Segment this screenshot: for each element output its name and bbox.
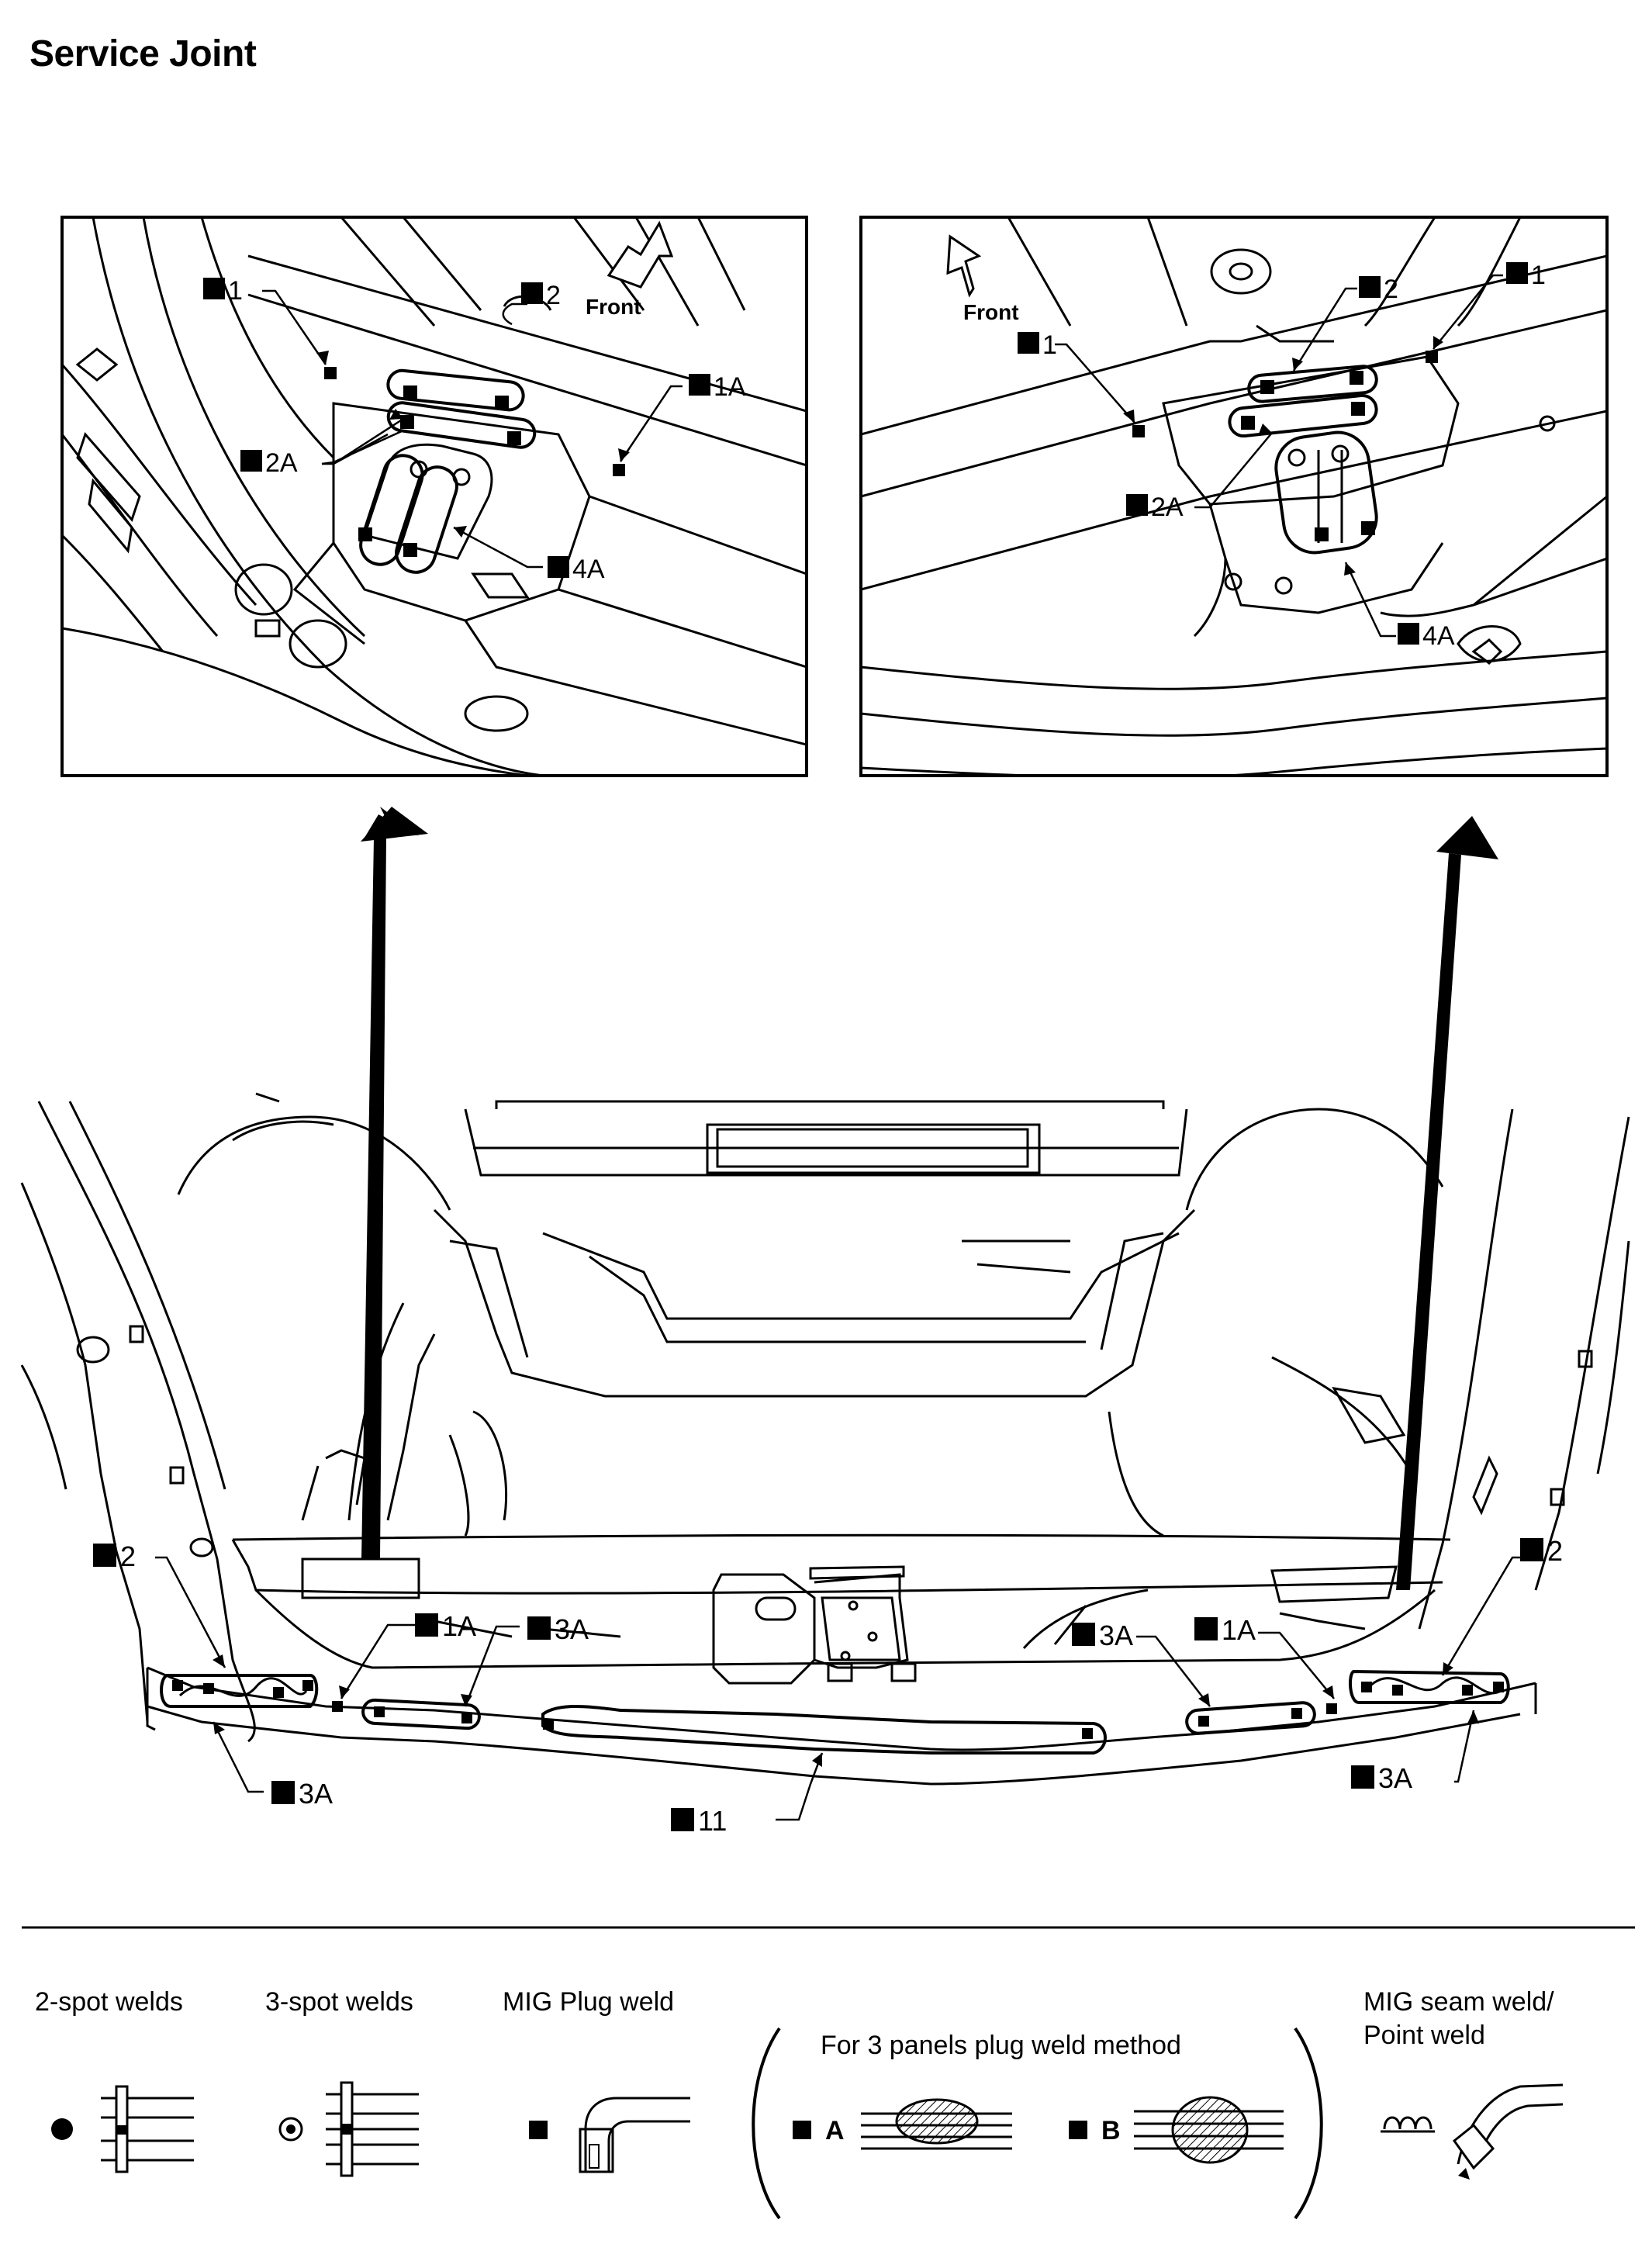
main-weld-point-1a (1326, 1703, 1337, 1714)
mig-plug-weld-icon (529, 2097, 690, 2173)
legend-3-spot-label: 3-spot welds (265, 1987, 413, 2017)
front-arrow-icon (607, 220, 674, 289)
svg-text:3A: 3A (1378, 1762, 1412, 1794)
svg-text:3A: 3A (555, 1613, 589, 1645)
spot-weld-3-icon (278, 2081, 419, 2177)
inset-left-label-1: 1 (203, 276, 243, 306)
svg-text:2: 2 (120, 1540, 136, 1572)
main-weld-group-3a-b (1185, 1701, 1316, 1735)
page-title: Service Joint (29, 33, 257, 74)
legend-three-panel-label: For 3 panels plug weld method (821, 2031, 1181, 2060)
svg-text:4A: 4A (572, 555, 605, 584)
inset-left: Front (60, 216, 808, 777)
main-weld-group-3a-a (361, 1698, 481, 1730)
main-label-1a-left: 1A (415, 1610, 476, 1642)
legend-mig-seam-label-2: Point weld (1363, 2021, 1485, 2050)
inset-left-label-4a: 4A (548, 555, 605, 584)
method-b-label: B (1101, 2116, 1121, 2145)
main-label-11: 11 (671, 1805, 727, 1837)
svg-text:2: 2 (1547, 1535, 1563, 1567)
plug-method-b-icon (1069, 2096, 1284, 2164)
svg-text:2: 2 (1384, 275, 1398, 304)
weld-point-1 (324, 367, 337, 379)
inset-right-label-1-top: 1 (1506, 261, 1546, 290)
mig-seam-weld-icon (1381, 2083, 1564, 2180)
bracket-left (752, 2027, 781, 2220)
main-label-3a-bottom-right: 3A (1351, 1762, 1412, 1794)
main-weld-group-right-3a (1348, 1669, 1510, 1704)
svg-text:1A: 1A (1222, 1614, 1256, 1646)
main-label-3a-bottom-left: 3A (271, 1778, 333, 1810)
inset-left-label-2a: 2A (240, 448, 298, 478)
weld-point-1 (1426, 351, 1438, 363)
main-weld-group-11 (541, 1705, 1107, 1755)
svg-text:2A: 2A (1151, 493, 1184, 522)
inset-right: Front (859, 216, 1609, 777)
svg-text:1A: 1A (442, 1610, 476, 1642)
svg-text:4A: 4A (1422, 621, 1455, 651)
bracket-right (1294, 2027, 1323, 2220)
main-label-3a-top-right: 3A (1072, 1620, 1133, 1651)
svg-text:11: 11 (698, 1805, 727, 1837)
weld-group-2a (386, 401, 537, 449)
legend-mig-seam-label-1: MIG seam weld/ (1363, 1987, 1554, 2017)
inset-left-label-2: 2 (521, 281, 561, 310)
inset-right-label-1: 1 (1018, 330, 1057, 360)
front-label: Front (963, 300, 1019, 324)
svg-text:1: 1 (1531, 261, 1546, 290)
svg-text:2: 2 (546, 281, 561, 310)
leader-arrow-right (1396, 816, 1498, 1590)
front-arrow-icon (946, 234, 982, 298)
svg-text:3A: 3A (299, 1778, 333, 1810)
weld-point-1a (613, 464, 625, 476)
svg-text:1A: 1A (714, 372, 746, 402)
main-label-3a-top-left: 3A (527, 1613, 589, 1645)
main-weld-group-left-3a (160, 1674, 319, 1708)
spot-weld-2-icon (51, 2085, 194, 2173)
main-label-2-right: 2 (1520, 1535, 1563, 1567)
front-label: Front (586, 295, 641, 319)
weld-group-4a (1274, 430, 1378, 555)
svg-text:1: 1 (228, 276, 243, 306)
method-a-label: A (825, 2116, 845, 2145)
weld-point-1 (1132, 425, 1145, 437)
svg-text:2A: 2A (265, 448, 298, 478)
main-body-view (20, 1092, 1630, 1786)
legend-2-spot-label: 2-spot welds (35, 1987, 183, 2017)
weld-group-2 (386, 368, 525, 412)
leader-arrow-left (361, 807, 428, 1559)
legend-mig-plug-label: MIG Plug weld (503, 1987, 674, 2017)
inset-left-label-1a: 1A (689, 372, 746, 402)
weld-group-2 (1247, 365, 1378, 403)
weld-group-2a (1228, 393, 1378, 438)
inset-right-label-4a: 4A (1398, 621, 1455, 651)
main-label-1a-right: 1A (1194, 1614, 1256, 1646)
svg-text:3A: 3A (1099, 1620, 1133, 1651)
main-weld-point-1a (332, 1701, 343, 1712)
weld-group-4a (358, 454, 471, 574)
main-label-2-left: 2 (93, 1540, 136, 1572)
inset-right-label-2: 2 (1359, 275, 1398, 304)
svg-text:1: 1 (1042, 330, 1057, 360)
inset-right-label-2a: 2A (1126, 493, 1184, 522)
plug-method-a-icon (793, 2098, 1012, 2150)
